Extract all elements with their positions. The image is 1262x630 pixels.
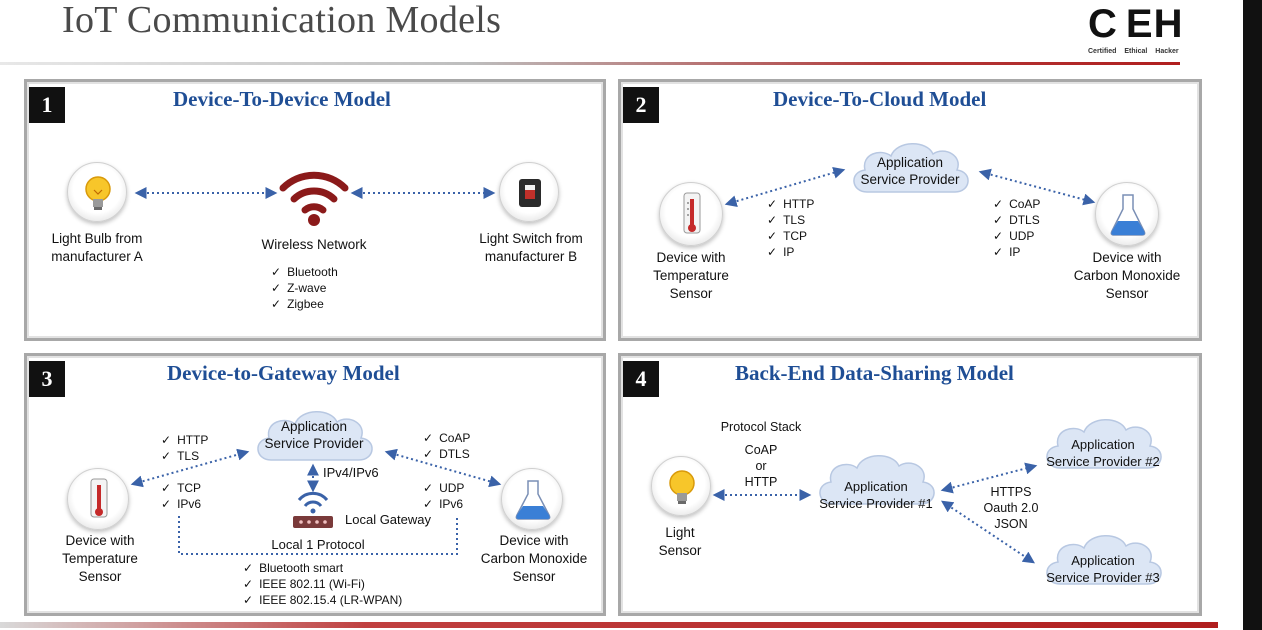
panel-title: Device-to-Gateway Model — [167, 361, 400, 385]
protocol-stack-label: Protocol Stack — [720, 420, 802, 434]
panel-number: 3 — [29, 361, 65, 397]
router-icon — [289, 490, 337, 532]
panel-number: 1 — [29, 87, 65, 123]
thermometer-icon — [659, 182, 723, 246]
panel-number: 4 — [623, 361, 659, 397]
protocol-item: UDP — [993, 228, 1040, 244]
logo-letter-c: C — [1088, 2, 1118, 46]
cloud-icon-asp1: Application Service Provider #1 — [811, 448, 941, 512]
protocol-item: DTLS — [423, 446, 470, 462]
light-bulb-icon — [651, 456, 711, 516]
cloud-label: Application Service Provider — [860, 155, 960, 187]
protocol-item: CoAP — [993, 196, 1040, 212]
protocol-item: IP — [993, 244, 1040, 260]
gateway-lower-right-protocols: UDP IPv6 — [423, 480, 464, 512]
cloud-icon: Application Service Provider — [249, 404, 379, 468]
light-switch-label: Light Switch from manufacturer B — [479, 231, 583, 264]
gateway-upper-right-protocols: CoAP DTLS — [423, 430, 470, 462]
protocol-item: TCP — [161, 480, 201, 496]
cloud-icon-asp2: Application Service Provider #2 — [1037, 412, 1169, 476]
page-title: IoT Communication Models — [62, 0, 502, 41]
ceh-logo-mark: C EH — [1088, 2, 1182, 46]
light-sensor-label: Light Sensor — [658, 525, 702, 558]
panel-back-end-sharing: 4 Back-End Data-Sharing Model Protocol S… — [618, 353, 1202, 616]
temperature-device-label: Device with Temperature Sensor — [62, 533, 138, 584]
asp1-label: Application Service Provider #1 — [819, 479, 933, 511]
panel-device-to-cloud: 2 Device-To-Cloud Model Application Serv… — [618, 79, 1202, 341]
light-switch-icon — [499, 162, 559, 222]
local-protocols: Bluetooth smart IEEE 802.11 (Wi-Fi) IEEE… — [243, 560, 402, 608]
cloud-label: Application Service Provider — [264, 419, 364, 451]
protocol-item: IEEE 802.11 (Wi-Fi) — [243, 576, 402, 592]
device-to-gateway-arrows — [130, 448, 502, 555]
local-gateway-label: Local Gateway — [345, 512, 431, 527]
coap-http-label: CoAP or HTTP — [744, 443, 778, 489]
protocol-item: UDP — [423, 480, 464, 496]
thermometer-icon — [67, 468, 129, 530]
protocol-item: HTTP — [767, 196, 814, 212]
co-device-label: Device with Carbon Monoxide Sensor — [1073, 250, 1181, 301]
protocol-item: IEEE 802.15.4 (LR-WPAN) — [243, 592, 402, 608]
panel-title: Device-To-Device Model — [173, 87, 391, 111]
https-oauth-json-label: HTTPS Oauth 2.0 JSON — [983, 485, 1039, 531]
protocol-item: Z-wave — [271, 280, 338, 296]
panel-title: Device-To-Cloud Model — [773, 87, 987, 111]
logo-sub-ethical: Ethical — [1124, 48, 1148, 55]
center-protocol-label: IPv4/IPv6 — [323, 465, 379, 480]
panel-device-to-gateway: 3 Device-to-Gateway Model Application Se… — [24, 353, 606, 616]
window-edge — [1243, 0, 1262, 630]
header-divider — [0, 62, 1180, 65]
gateway-upper-left-protocols: HTTP TLS — [161, 432, 208, 464]
protocol-item: Bluetooth smart — [243, 560, 402, 576]
gateway-lower-left-protocols: TCP IPv6 — [161, 480, 201, 512]
asp2-label: Application Service Provider #2 — [1046, 437, 1160, 469]
local-protocol-label: Local 1 Protocol — [271, 537, 365, 552]
cloud-icon: Application Service Provider — [845, 134, 975, 200]
panel-device-to-device: 1 Device-To-Device Model Light Bulb from… — [24, 79, 606, 341]
device-to-device-arrows — [134, 187, 496, 199]
logo-sub-hacker: Hacker — [1155, 48, 1179, 55]
protocol-item: DTLS — [993, 212, 1040, 228]
protocol-item: IPv6 — [423, 496, 464, 512]
logo-sub-certified: Certified — [1088, 48, 1117, 55]
temperature-device-label: Device with Temperature Sensor — [653, 250, 729, 301]
flask-icon — [501, 468, 563, 530]
co-device-label: Device with Carbon Monoxide Sensor — [480, 533, 588, 584]
footer-divider — [0, 622, 1218, 628]
protocol-item: TCP — [767, 228, 814, 244]
panel-title: Back-End Data-Sharing Model — [735, 361, 1014, 385]
protocol-item: Zigbee — [271, 296, 338, 312]
panel-number: 2 — [623, 87, 659, 123]
flask-icon — [1095, 182, 1159, 246]
wireless-protocols: Bluetooth Z-wave Zigbee — [271, 264, 338, 312]
protocol-item: Bluetooth — [271, 264, 338, 280]
protocol-item: HTTP — [161, 432, 208, 448]
light-bulb-label: Light Bulb from manufacturer A — [51, 231, 143, 264]
light-bulb-icon — [67, 162, 127, 222]
device-to-cloud-arrows — [724, 166, 1096, 208]
wireless-network-label: Wireless Network — [261, 237, 367, 252]
protocol-item: IP — [767, 244, 814, 260]
logo-subtitle: Certified Ethical Hacker — [1088, 48, 1180, 55]
wifi-icon — [277, 164, 351, 228]
back-end-arrows — [712, 462, 1038, 564]
ceh-logo: C EH Certified Ethical Hacker — [1088, 2, 1182, 60]
cloud-right-protocols: CoAP DTLS UDP IP — [993, 196, 1040, 260]
protocol-item: IPv6 — [161, 496, 201, 512]
protocol-item: TLS — [767, 212, 814, 228]
cloud-left-protocols: HTTP TLS TCP IP — [767, 196, 814, 260]
protocol-item: CoAP — [423, 430, 470, 446]
protocol-item: TLS — [161, 448, 208, 464]
asp3-label: Application Service Provider #3 — [1046, 553, 1160, 585]
cloud-icon-asp3: Application Service Provider #3 — [1037, 528, 1169, 592]
logo-letters-eh: EH — [1125, 2, 1184, 46]
